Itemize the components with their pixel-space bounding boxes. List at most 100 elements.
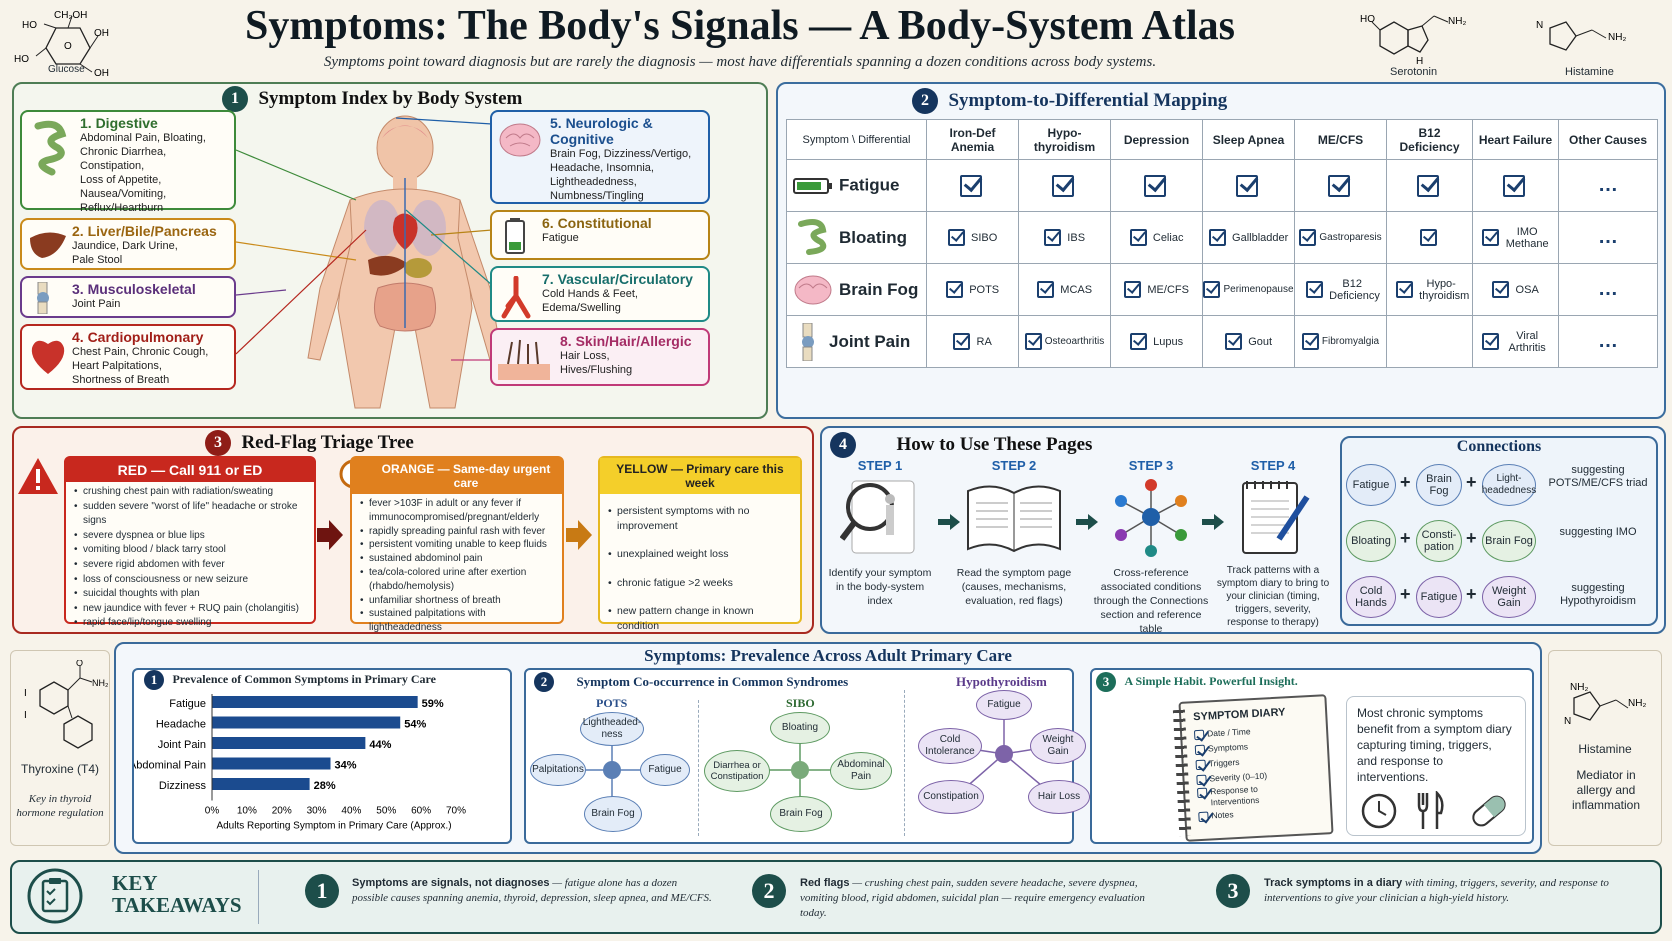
histamine-box — [1548, 650, 1662, 846]
connections-title: Connections — [1456, 438, 1542, 455]
liver-icon — [30, 232, 66, 258]
page-title: Symptoms: The Body's Signals — A Body-Sy… — [245, 3, 1235, 49]
row-symptom-bloating: Bloating — [786, 211, 927, 264]
glucose-label: Glucose — [48, 64, 85, 75]
symptom-diary-notebook: SYMPTOM DIARY Date / Time Symptoms Trigg… — [1172, 694, 1334, 842]
bar — [212, 716, 401, 729]
column-header: Other Causes — [1558, 119, 1658, 160]
thyroxine-nh2: NH₂ — [92, 678, 108, 688]
diary-pen-icon — [1242, 481, 1310, 554]
glucose-oh-1: OH — [94, 28, 109, 39]
value-label: 34% — [335, 760, 357, 772]
column-header: Hypo-thyroidism — [1018, 119, 1111, 160]
connection-result: suggesting Hypothyroidism — [1560, 582, 1636, 607]
system-card-digestive[interactable]: 1. Digestive Abdominal Pain, Bloating, C… — [20, 110, 236, 214]
system-card-neurologic[interactable]: 5. Neurologic & Cognitive Brain Fog, Diz… — [490, 110, 710, 204]
table-row: Fatigue … — [786, 159, 1658, 212]
takeaways-title-line1: KEY — [112, 871, 158, 895]
column-header: Iron-Def Anemia — [926, 119, 1019, 160]
list-item: new pattern change in known condition — [608, 604, 792, 633]
system-card-skin[interactable]: 8. Skin/Hair/Allergic Hair Loss, Hives/F… — [490, 328, 710, 386]
network-node: Lightheaded-ness — [580, 712, 644, 746]
system-card-vascular[interactable]: 7. Vascular/Circulatory Cold Hands & Fee… — [490, 266, 710, 322]
fork-knife-icon — [1417, 791, 1444, 829]
arrow-right-icon — [1202, 514, 1224, 530]
takeaway-number: 2 — [752, 874, 786, 908]
list-item: unfamiliar shortness of breath — [360, 594, 554, 608]
network-node: Abdominal Pain — [830, 752, 892, 790]
table-cell: POTS — [926, 263, 1019, 316]
check-icon — [947, 229, 965, 246]
triage-orange-list: fever >103F in adult or any fever if imm… — [352, 494, 562, 639]
mapping-header: 2 Symptom-to-Differential Mapping — [912, 88, 1227, 114]
check-icon — [1129, 333, 1147, 350]
list-item: persistent symptoms with no improvement — [608, 504, 792, 533]
table-cell: OSA — [1472, 263, 1559, 316]
system-card-liver[interactable]: 2. Liver/Bile/Pancreas Jaundice, Dark Ur… — [20, 218, 236, 270]
system-line: Fatigue — [542, 232, 579, 244]
connection-node: Light-headedness — [1482, 464, 1536, 506]
pill-icon — [1472, 795, 1506, 827]
table-cell — [1386, 211, 1473, 264]
triage-orange-header: ORANGE — Same-day urgent care — [352, 458, 562, 494]
sibo-center-node — [791, 761, 809, 779]
step-2: STEP 2 Read the symptom page (causes, me… — [954, 458, 1074, 608]
check-icon — [1305, 281, 1323, 298]
table-cell — [1472, 159, 1559, 212]
connection-result: suggesting POTS/ME/CFS triad — [1548, 464, 1648, 489]
system-line: Reflux/Heartburn — [80, 202, 164, 214]
connections-row-2: Bloating + Consti-pation + Brain Fog sug… — [1346, 516, 1656, 566]
check-icon — [1208, 229, 1226, 246]
check-icon — [1196, 774, 1207, 785]
table-cell: IMO Methane — [1472, 211, 1559, 264]
connections-row-3: Cold Hands + Fatigue + Weight Gain sugge… — [1346, 572, 1656, 622]
connection-node: Consti-pation — [1416, 520, 1462, 562]
joint-icon — [37, 282, 49, 314]
clipboard-icon — [27, 868, 83, 924]
tick-label: 20% — [272, 806, 292, 817]
diary-text-box: Most chronic symptoms benefit from a sym… — [1346, 696, 1526, 836]
check-icon — [1301, 333, 1319, 350]
table-cell — [1202, 159, 1295, 212]
check-icon — [1198, 811, 1209, 822]
page-subtitle: Symptoms point toward diagnosis but are … — [323, 54, 1157, 70]
intestine-icon — [34, 120, 67, 176]
table-cell — [926, 159, 1019, 212]
value-label: 44% — [369, 739, 391, 751]
system-card-cardiopulmonary[interactable]: 4. Cardiopulmonary Chest Pain, Chronic C… — [20, 324, 236, 390]
system-title: 2. Liver/Bile/Pancreas — [72, 223, 217, 239]
group-divider — [698, 700, 699, 836]
triage-red-list: crushing chest pain with radiation/sweat… — [66, 482, 314, 635]
arrow-right-icon — [566, 520, 592, 550]
system-card-musculoskeletal[interactable]: 3. Musculoskeletal Joint Pain — [20, 276, 236, 318]
cooccur-title: Symptom Co-occurrence in Common Syndrome… — [576, 673, 849, 689]
histamine-n: N — [1564, 716, 1571, 727]
differential-table: Symptom \ Differential Iron-Def Anemia H… — [786, 119, 1658, 368]
plus-sign: + — [1466, 584, 1477, 604]
system-card-constitutional[interactable]: 6. Constitutional Fatigue — [490, 210, 710, 260]
serotonin-nh2: NH₂ — [1448, 16, 1466, 27]
index-connector-lines — [236, 117, 493, 361]
check-icon — [1395, 281, 1413, 298]
plus-sign: + — [1400, 584, 1411, 604]
arrow-right-icon — [317, 520, 343, 550]
check-icon — [1328, 174, 1350, 197]
network-node: Bloating — [770, 712, 830, 744]
vessel-icon — [501, 276, 531, 319]
histamine-nh2: NH₂ — [1628, 698, 1646, 709]
list-item: tea/cola-colored urine after exertion (r… — [360, 566, 554, 594]
histamine-structure-top: N NH₂ — [1536, 20, 1626, 51]
table-cell: Gallbladder — [1202, 211, 1295, 264]
tick-label: 10% — [237, 806, 257, 817]
takeaways-title-line2: TAKEAWAYS — [112, 893, 242, 917]
connection-node: Fatigue — [1416, 576, 1462, 618]
list-item: unexplained weight loss — [608, 547, 792, 562]
table-row: Brain Fog POTS MCAS ME/CFS Perimenopause… — [786, 263, 1658, 316]
system-title: 5. Neurologic & Cognitive — [550, 115, 653, 147]
bar — [212, 737, 366, 749]
section-title: Red-Flag Triage Tree — [241, 431, 414, 453]
glucose-ho-1: HO — [22, 20, 37, 31]
howto-header: 4 How to Use These Pages — [830, 432, 1092, 458]
group-name: Hypothyroidism — [956, 674, 1047, 689]
section-number: 2 — [534, 672, 554, 692]
